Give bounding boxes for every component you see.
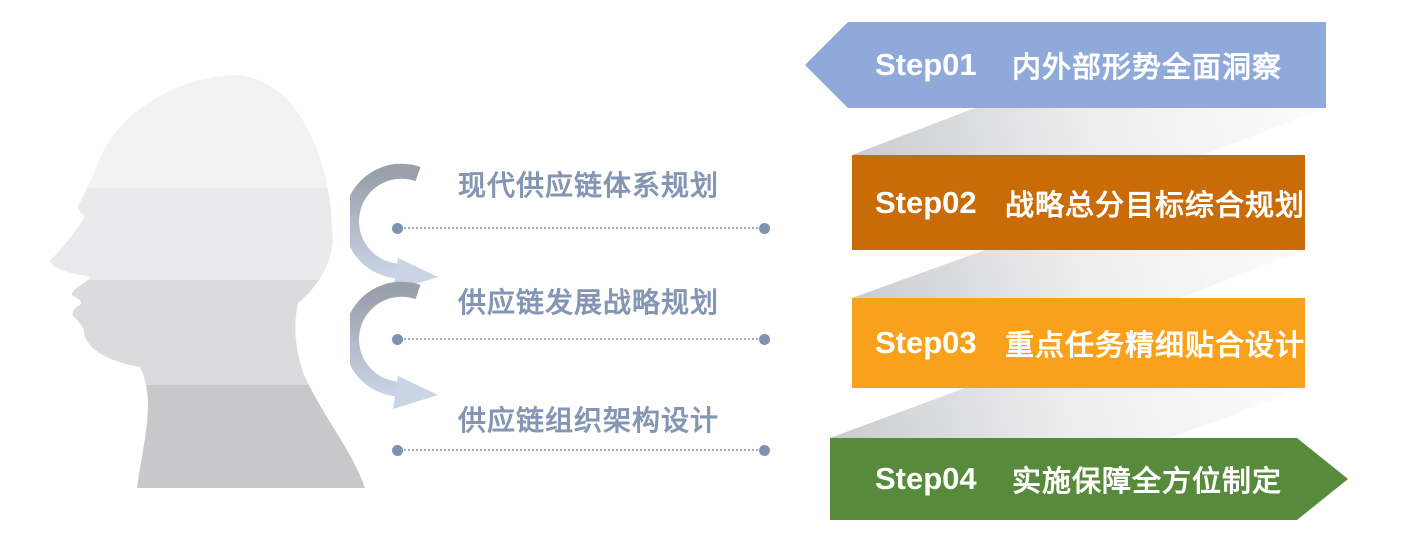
mid-label-1: 现代供应链体系规划 bbox=[458, 170, 720, 201]
step-number: Step01 bbox=[875, 47, 977, 82]
ribbon-shadow-2 bbox=[852, 250, 1305, 298]
step-title: 内外部形势全面洞察 bbox=[1012, 52, 1283, 84]
step-number: Step03 bbox=[875, 325, 977, 360]
step-title: 重点任务精细贴合设计 bbox=[1004, 330, 1305, 362]
step-banner-1: Step01 内外部形势全面洞察 bbox=[805, 22, 1326, 108]
mid-label-3: 供应链组织架构设计 bbox=[458, 405, 720, 436]
head-band-3 bbox=[50, 280, 365, 385]
head-silhouette bbox=[50, 75, 365, 488]
line-endpoint-dot bbox=[392, 445, 403, 456]
step-banner-3: Step03 重点任务精细贴合设计 bbox=[852, 298, 1305, 388]
dotted-line-1 bbox=[392, 223, 770, 234]
curved-arrow-2 bbox=[350, 281, 438, 409]
head-band-4 bbox=[50, 385, 365, 488]
step-title: 战略总分目标综合规划 bbox=[1004, 189, 1305, 222]
line-endpoint-dot bbox=[392, 223, 403, 234]
head-band-1 bbox=[50, 75, 365, 188]
mid-label-2: 供应链发展战略规划 bbox=[458, 287, 720, 318]
step-number: Step04 bbox=[875, 461, 977, 496]
line-endpoint-dot bbox=[759, 445, 770, 456]
ribbon-shadow-3 bbox=[830, 388, 1305, 438]
line-endpoint-dot bbox=[759, 223, 770, 234]
step-number: Step02 bbox=[875, 184, 977, 220]
head-band-2 bbox=[50, 188, 365, 280]
ribbon-shadow-1 bbox=[852, 108, 1326, 155]
step-title: 实施保障全方位制定 bbox=[1012, 466, 1283, 498]
line-endpoint-dot bbox=[759, 334, 770, 345]
dotted-line-2 bbox=[392, 334, 770, 345]
step-banner-4: Step04 实施保障全方位制定 bbox=[830, 438, 1348, 520]
curved-arrows bbox=[350, 163, 438, 409]
step-banner-2: Step02 战略总分目标综合规划 bbox=[852, 155, 1305, 250]
dotted-line-3 bbox=[392, 445, 770, 456]
line-endpoint-dot bbox=[392, 334, 403, 345]
